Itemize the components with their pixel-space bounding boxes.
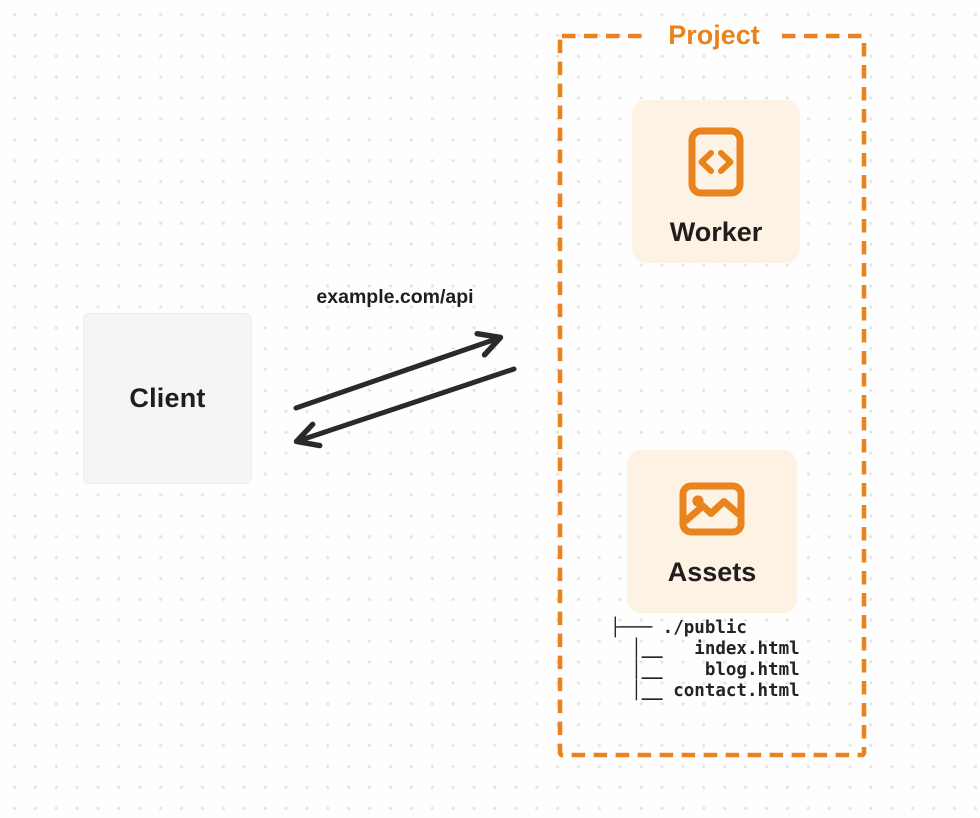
file-tree-line-public: ├─── ./public xyxy=(610,618,747,638)
request-url-label: example.com/api xyxy=(316,286,474,308)
worker-node: Worker xyxy=(632,100,800,263)
assets-label: Assets xyxy=(667,557,757,587)
client-node: Client xyxy=(83,313,252,484)
image-icon xyxy=(679,482,745,536)
code-icon xyxy=(688,127,744,197)
assets-node: Assets xyxy=(627,450,797,613)
client-label: Client xyxy=(129,383,206,413)
project-label: Project xyxy=(648,20,780,52)
file-tree: ├─── ./public │__ index.html │__ blog.ht… xyxy=(610,618,800,702)
request-arrow xyxy=(293,330,504,411)
file-tree-line-index: │__ index.html xyxy=(610,639,800,659)
worker-label: Worker xyxy=(669,217,763,247)
file-tree-line-blog: │__ blog.html xyxy=(610,660,800,680)
response-arrow xyxy=(293,366,517,449)
file-tree-line-contact: │__ contact.html xyxy=(610,681,800,701)
